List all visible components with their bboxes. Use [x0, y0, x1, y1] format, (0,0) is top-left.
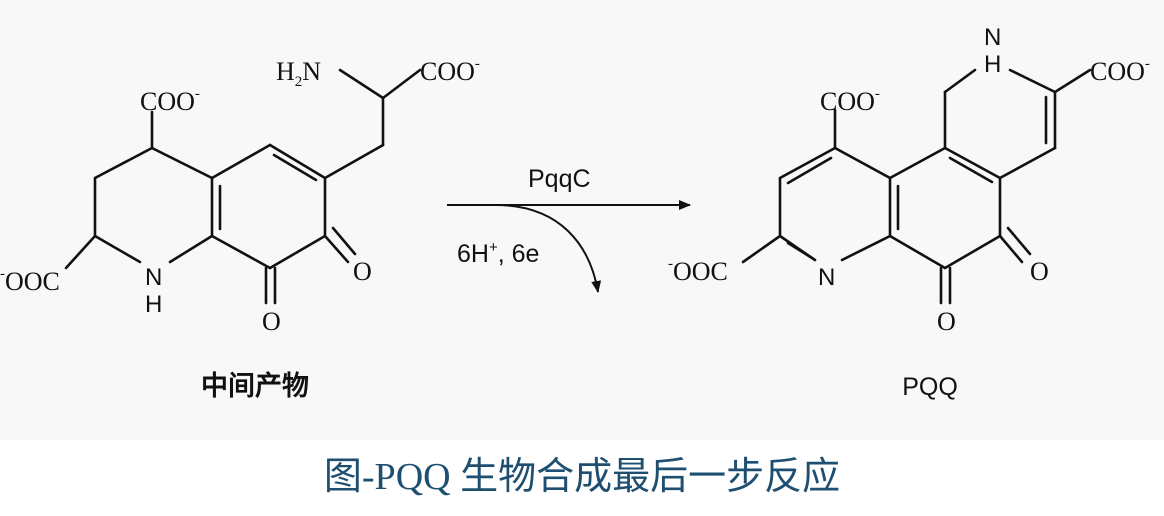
pqq-nh-n-label: N	[984, 24, 1001, 51]
carboxylate-top-label: COO-	[420, 56, 480, 86]
reaction-arrow	[447, 200, 691, 293]
pqq-carboxylate-left-label: -OOC	[668, 256, 728, 286]
pqq-nh-h-label: H	[984, 51, 1001, 78]
carboxylate-ring-label: COO-	[140, 86, 200, 116]
enzyme-label: PqqC	[528, 165, 591, 193]
intermediate-name: 中间产物	[201, 371, 309, 402]
carboxylate-left-label: -OOC	[0, 266, 60, 296]
pqq-oxo-right-label: O	[1030, 257, 1049, 286]
cofactor-label: 6H+, 6e	[457, 239, 539, 268]
pqq-oxo-bottom-label: O	[937, 307, 956, 336]
oxo-bottom-label: O	[262, 307, 281, 336]
figure-caption: 图-PQQ 生物合成最后一步反应	[323, 456, 841, 498]
pqq-pyridine-n-label: N	[818, 264, 835, 291]
pqq-structure	[741, 68, 1092, 305]
product-name: PQQ	[902, 373, 958, 401]
intermediate-structure	[64, 68, 422, 305]
pqq-carboxylate-top-label: COO-	[1090, 56, 1150, 86]
oxo-right-label: O	[353, 257, 372, 286]
ring-nh-h-label: H	[145, 291, 162, 318]
ring-nh-n-label: N	[145, 264, 162, 291]
reaction-diagram: H2N COO- COO- -OOC N H O O 中间产物 PqqC 6H+…	[0, 24, 1150, 402]
amine-label: H2N	[276, 57, 321, 90]
pqq-carboxylate-ring-label: COO-	[820, 86, 880, 116]
